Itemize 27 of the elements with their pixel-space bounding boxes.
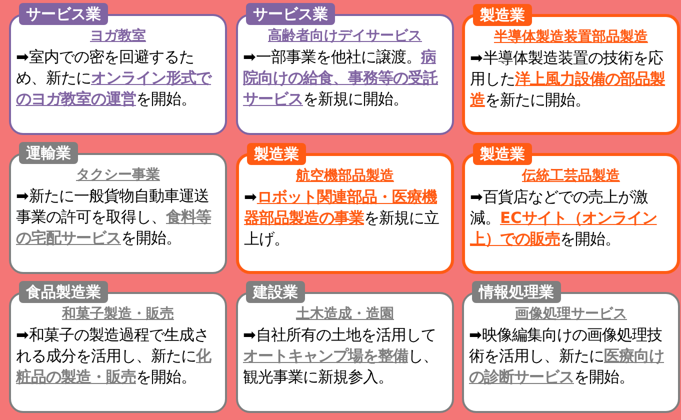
category-tag: 食品製造業 <box>19 281 108 303</box>
description-text: ➡半導体製造装置の技術を応用した洋上風力設備の部品製造を新たに開始。 <box>470 48 666 111</box>
business-title: 高齢者向けデイサービス <box>268 28 422 44</box>
description-text: ➡自社所有の土地を活用してオートキャンプ場を整備し、観光事業に新規参入。 <box>243 325 439 388</box>
business-title: 画像処理サービス <box>515 306 627 322</box>
description-text: ➡新たに一般貨物自動車運送事業の許可を取得し、食料等の宅配サービスを開始。 <box>16 186 212 249</box>
description-text: ➡室内での密を回避するため、新たにオンライン形式でのヨガ教室の運営を開始。 <box>16 47 213 110</box>
business-title: 半導体製造装置部品製造 <box>494 29 648 45</box>
category-tag: 製造業 <box>473 143 532 165</box>
description-text: ➡一部事業を他社に譲渡。病院向けの給食、事務等の受託サービスを新規に開始。 <box>243 47 440 110</box>
category-tag: 製造業 <box>247 143 306 165</box>
business-title: 航空機部品製造 <box>296 168 394 184</box>
category-tag: 建設業 <box>246 281 305 303</box>
category-tag: 運輸業 <box>19 142 78 164</box>
description-text: ➡百貨店などでの売上が激減。ECサイト（オンライン上）での販売を開始。 <box>470 187 658 250</box>
business-title: 土木造成・造園 <box>296 306 394 322</box>
category-tag: サービス業 <box>19 3 108 25</box>
description-text: ➡ロボット関連部品・医療機器部品製造の事業を新規に立上げ。 <box>244 187 440 250</box>
description-text: ➡映像編集向けの画像処理技術を活用し、新たに医療向けの診断サービスを開始。 <box>469 325 665 388</box>
business-title: タクシー事業 <box>76 167 160 183</box>
business-title: 和菓子製造・販売 <box>62 306 174 322</box>
category-tag: サービス業 <box>246 3 335 25</box>
business-title: 伝統工芸品製造 <box>522 168 620 184</box>
business-title: ヨガ教室 <box>90 28 146 44</box>
category-tag: 製造業 <box>473 4 532 26</box>
description-text: ➡和菓子の製造過程で生成される成分を活用し、新たに化粧品の製造・販売を開始。 <box>16 325 212 388</box>
category-tag: 情報処理業 <box>472 281 561 303</box>
